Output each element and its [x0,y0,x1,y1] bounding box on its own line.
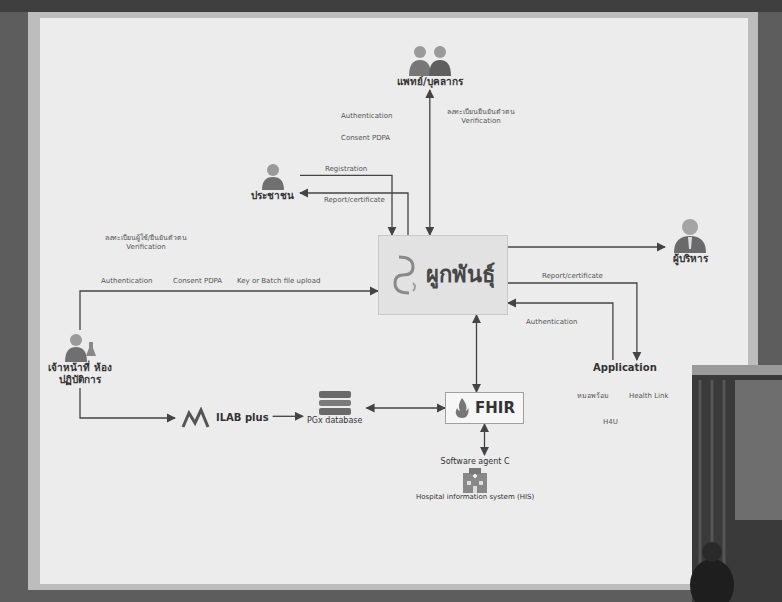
edge-label: Report/certificate [323,196,386,205]
annotation-label: ลงทะเบียนผู้ใช้/ยืนยันตัวตน Verification [95,234,197,252]
hub-icon [391,253,421,297]
citizen-actor: ประชาชน [247,160,298,204]
hospital-system: Software agent C Hospital information sys… [412,455,538,503]
annotation-label: Authentication [100,277,153,286]
ilab-icon [181,407,211,429]
connector-arrow [508,283,637,360]
node-label: ผู้บริหาร [673,253,708,265]
connector-arrow [273,416,303,417]
executive-actor: ผู้บริหาร [667,215,713,267]
node-label: ประชาชน [251,190,294,202]
sci-icon [63,332,97,362]
connector-arrow [366,407,445,408]
fhir-server: FHIR [445,392,524,424]
database: PGx database [303,388,366,428]
connector-arrow [508,303,613,360]
annotation-label: Health Link [628,392,670,401]
person-icon [258,162,288,190]
connector-arrow [476,315,477,392]
db-icon [318,390,352,416]
hosp-icon [460,467,490,493]
node-label: ILAB plus [216,412,269,424]
node-label: Software agent C [441,457,510,467]
connector-arrow [300,175,392,235]
connector-arrow [484,424,485,455]
node-label: PGx database [307,416,362,426]
node-label: Application [593,362,657,374]
edge-label: Report/certificate [541,272,604,281]
annotation-label: Authentication [340,112,393,121]
annotation-label: Consent PDPA [340,134,391,143]
node-label: FHIR [475,399,515,417]
two-icon [407,44,453,76]
annotation-label: Authentication [525,318,578,327]
annotation-label: H4U [602,418,619,427]
lab-system: ILAB plus [177,405,273,431]
annotation-label: หมอพร้อม [576,392,610,401]
node-label: เจ้าหน้าที่ ห้องปฏิบัติการ [42,362,118,386]
node-label: ผูกพันธุ์ [426,262,495,288]
annotation-label: ลงทะเบียนยืนยันตัวตน Verification [440,108,522,126]
fhir-icon [454,397,470,419]
connector-arrow [429,90,430,235]
node-label: Hospital information system (HIS) [416,493,534,501]
edge-label: Registration [324,165,368,174]
lab-actor: เจ้าหน้าที่ ห้องปฏิบัติการ [38,330,122,388]
connector-arrow [300,193,408,235]
staff-actor: แพทย์/บุคลากร [393,42,467,90]
annotation-label: Consent PDPA [172,277,223,286]
connector-arrow [508,246,665,247]
application-box: Application [589,360,661,376]
boss-icon [671,217,709,253]
node-label: แพทย์/บุคลากร [397,76,463,88]
annotation-label: Key or Batch file upload [236,277,321,286]
connector-arrow [80,388,175,418]
hub-system: ผูกพันธุ์ [378,235,508,315]
connector-arrow [80,291,378,330]
